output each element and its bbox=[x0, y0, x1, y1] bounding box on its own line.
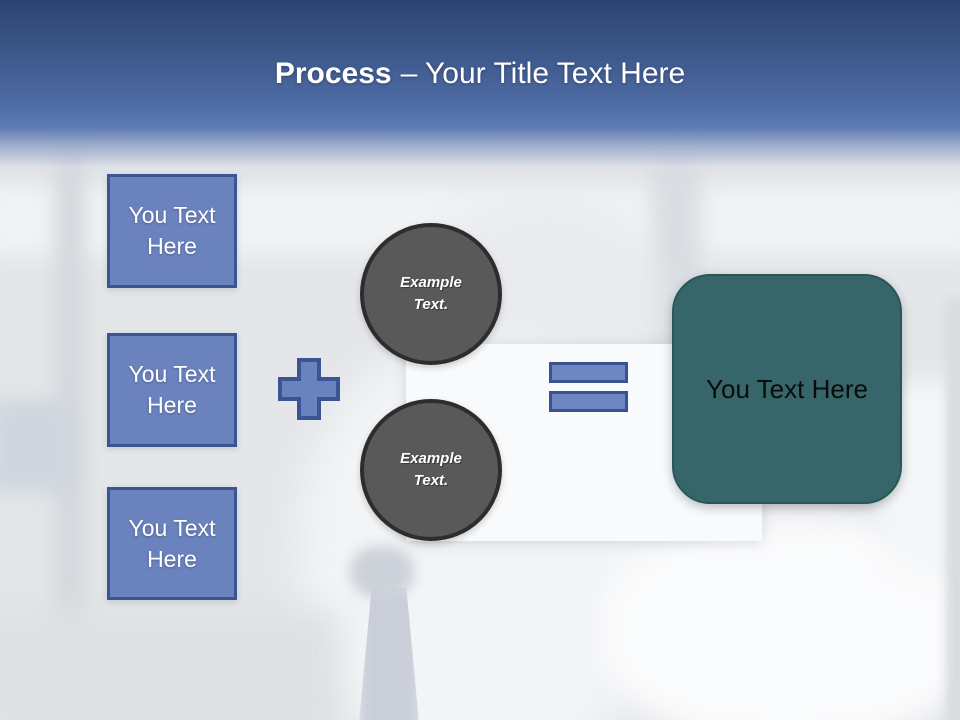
equals-icon bbox=[549, 362, 628, 412]
text-box-2-label: You Text Here bbox=[128, 361, 216, 418]
equals-bar-bottom bbox=[549, 391, 628, 412]
result-box: You Text Here bbox=[672, 274, 902, 504]
plus-icon bbox=[278, 358, 340, 420]
bg-bottom-shade bbox=[0, 610, 340, 720]
title-header: Process– Your Title Text Here bbox=[0, 0, 960, 192]
title-emphasis: Process bbox=[274, 57, 392, 90]
text-box-3: You Text Here bbox=[107, 487, 237, 600]
page-title: Process– Your Title Text Here bbox=[0, 57, 960, 91]
example-circle-1-label: Example Text. bbox=[400, 274, 462, 313]
example-circle-2: Example Text. bbox=[360, 399, 502, 541]
title-rest: – Your Title Text Here bbox=[400, 57, 686, 90]
bg-laptop bbox=[0, 400, 72, 492]
example-circle-1: Example Text. bbox=[360, 223, 502, 365]
example-circle-2-label: Example Text. bbox=[400, 450, 462, 489]
equals-bar-top bbox=[549, 362, 628, 383]
text-box-1: You Text Here bbox=[107, 174, 237, 288]
result-box-label: You Text Here bbox=[706, 373, 868, 404]
text-box-1-label: You Text Here bbox=[128, 202, 216, 259]
text-box-3-label: You Text Here bbox=[128, 514, 216, 572]
plus-shape bbox=[278, 358, 340, 420]
bg-right-edge bbox=[946, 300, 960, 720]
text-box-2: You Text Here bbox=[107, 333, 237, 447]
